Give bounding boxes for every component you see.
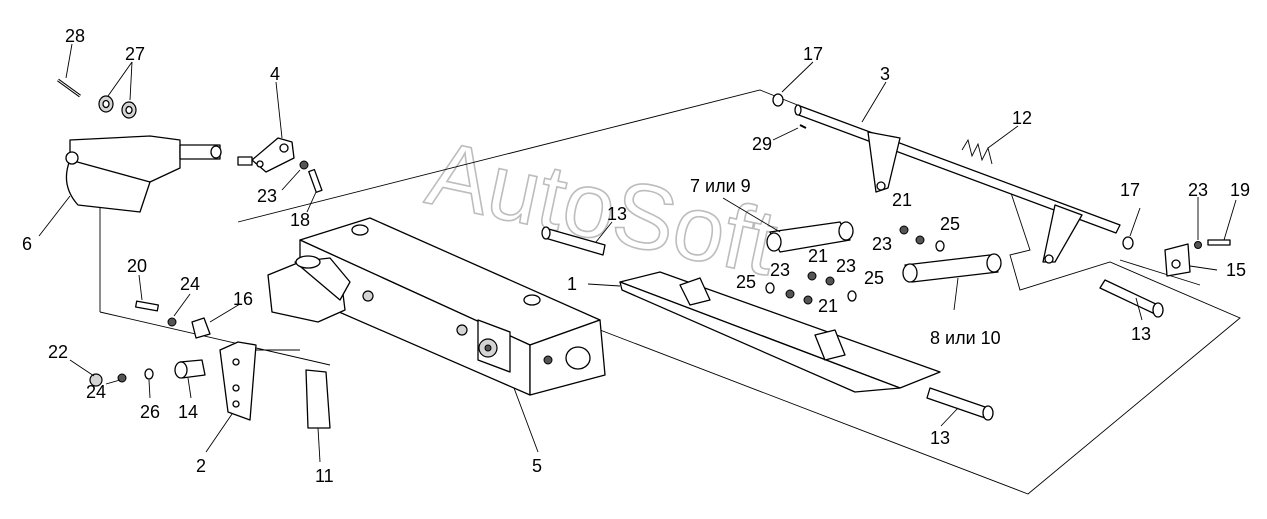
callout-2: 2 <box>196 456 206 476</box>
callout-13: 13 <box>930 428 950 448</box>
callout-13: 13 <box>607 204 627 224</box>
callout-21: 21 <box>892 190 912 210</box>
split-pin-part-28 <box>57 78 81 98</box>
lever-part-4 <box>237 137 295 173</box>
pin-part-29 <box>799 124 807 129</box>
callout-27: 27 <box>125 44 145 64</box>
screw-part-19 <box>1194 239 1231 249</box>
callout-28: 28 <box>65 26 85 46</box>
callout-23: 23 <box>257 186 277 206</box>
callout-5: 5 <box>532 456 542 476</box>
frame-box-part-5 <box>299 217 606 396</box>
pin-shaft-part-13-right <box>1099 279 1164 318</box>
callout-15: 15 <box>1226 260 1246 280</box>
callout-4: 4 <box>270 64 280 84</box>
bolt-nut-washer-left <box>89 368 154 387</box>
callout-20: 20 <box>127 256 147 276</box>
hydraulic-motor <box>267 255 351 323</box>
callout-21: 21 <box>808 246 828 266</box>
callout-29: 29 <box>752 134 772 154</box>
callout-23: 23 <box>872 234 892 254</box>
callout-25: 25 <box>864 268 884 288</box>
bushing-part-14 <box>174 359 206 379</box>
plate-part-11 <box>305 369 331 429</box>
callout-labels: 28 27 4 17 3 12 29 23 18 6 13 7 или 9 21… <box>22 26 1250 486</box>
callout-25: 25 <box>940 214 960 234</box>
callout-3: 3 <box>880 64 890 84</box>
callout-19: 19 <box>1230 180 1250 200</box>
leader-lines <box>38 43 1237 463</box>
ring-part-17 <box>772 93 1134 250</box>
callout-12: 12 <box>1012 108 1032 128</box>
callout-23: 23 <box>836 256 856 276</box>
pin-shaft-part-13-top <box>541 226 606 256</box>
shaft-part-3 <box>794 104 1121 264</box>
callout-13: 13 <box>1131 324 1151 344</box>
link-part-8-or-10 <box>902 253 1002 283</box>
callout-18: 18 <box>290 210 310 230</box>
pin-shaft-part-13-bottom <box>926 387 994 421</box>
block-part-15 <box>1164 243 1191 277</box>
callout-24: 24 <box>86 382 106 402</box>
callout-7-or-9: 7 или 9 <box>690 176 751 196</box>
callout-26: 26 <box>140 402 160 422</box>
nut-part-23-left <box>299 160 309 170</box>
callout-8-or-10: 8 или 10 <box>930 328 1001 348</box>
callout-22: 22 <box>48 342 68 362</box>
callout-6: 6 <box>22 234 32 254</box>
callout-16: 16 <box>233 289 253 309</box>
callout-17: 17 <box>1120 180 1140 200</box>
callout-11: 11 <box>315 466 334 486</box>
nuts-washers-centre <box>765 225 945 305</box>
bolt-part-20-group <box>134 300 211 339</box>
spring-part-12 <box>961 138 993 165</box>
callout-25: 25 <box>736 272 756 292</box>
callout-17: 17 <box>803 44 823 64</box>
washers-part-27 <box>98 95 137 119</box>
callout-23: 23 <box>1188 180 1208 200</box>
callout-14: 14 <box>178 402 198 422</box>
callout-1: 1 <box>567 274 577 294</box>
callout-24: 24 <box>180 274 200 294</box>
callout-21: 21 <box>818 296 838 316</box>
hydraulic-cylinder-part-6 <box>65 135 222 213</box>
link-part-7-or-9 <box>766 221 854 253</box>
bracket-part-2 <box>219 341 257 421</box>
callout-23: 23 <box>770 260 790 280</box>
bolt-part-18 <box>308 168 323 193</box>
beam-part-1 <box>619 271 941 393</box>
